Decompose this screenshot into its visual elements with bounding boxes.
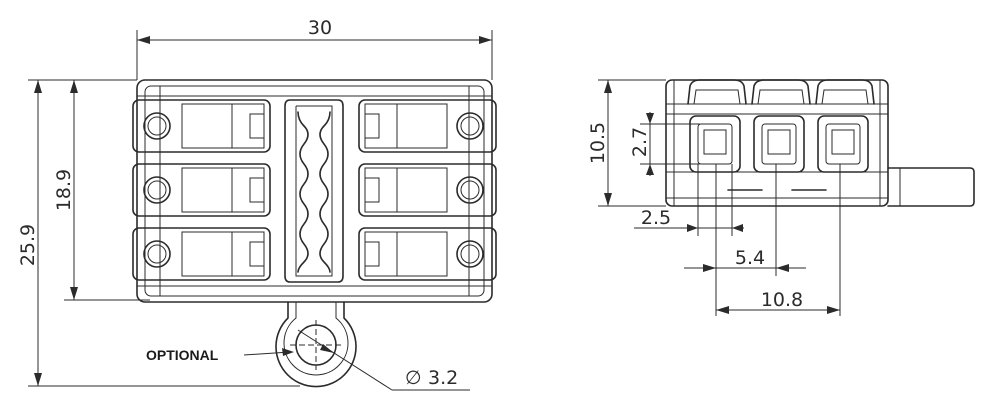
wire-slot-3: [817, 115, 869, 173]
offset-dim-label: 2.5: [641, 207, 671, 229]
optional-label: OPTIONAL: [146, 347, 219, 363]
body-height-dimension: 18.9: [53, 80, 150, 301]
pitch-dim-label: 5.4: [735, 247, 765, 269]
total-height-dim-label: 25.9: [17, 224, 39, 266]
hole-diameter-callout: ∅ 3.2: [297, 329, 470, 391]
right-lever-1: [358, 99, 497, 153]
lever-caps: [687, 79, 875, 105]
left-lever-2: [132, 163, 271, 217]
span-dimension: 10.8: [716, 164, 841, 316]
slot-dim-label: 2.7: [629, 127, 651, 157]
side-view: 10.5 2.7 2.5 5.4: [587, 79, 975, 316]
body-height-dim-label: 18.9: [53, 169, 75, 211]
connector-body: [136, 79, 493, 303]
diameter-symbol: ∅: [405, 367, 422, 389]
left-lever-1: [132, 99, 271, 153]
offset-dimension: 2.5: [634, 164, 744, 236]
width-dimension: 30: [136, 17, 493, 80]
side-tab: [887, 167, 975, 207]
side-height-dim-label: 10.5: [587, 122, 609, 164]
side-body: [665, 79, 889, 207]
pitch-dimension: 5.4: [684, 164, 806, 316]
side-height-dimension: 10.5: [587, 79, 666, 207]
optional-callout: OPTIONAL: [146, 347, 294, 363]
slot-height-dimension: 2.7: [629, 112, 700, 176]
left-lever-3: [132, 227, 271, 281]
hole-dim-label: 3.2: [428, 367, 458, 389]
total-height-dimension: 25.9: [17, 79, 300, 387]
wire-slot-2: [753, 115, 805, 173]
front-view: 30 25.9 18.9: [17, 17, 497, 391]
right-lever-2: [358, 163, 497, 217]
right-lever-3: [358, 227, 497, 281]
wire-slot-1: [689, 115, 741, 173]
optional-mounting-tab: [275, 301, 357, 388]
center-slot: [284, 99, 344, 283]
width-dim-label: 30: [308, 17, 332, 39]
span-dim-label: 10.8: [761, 289, 803, 311]
